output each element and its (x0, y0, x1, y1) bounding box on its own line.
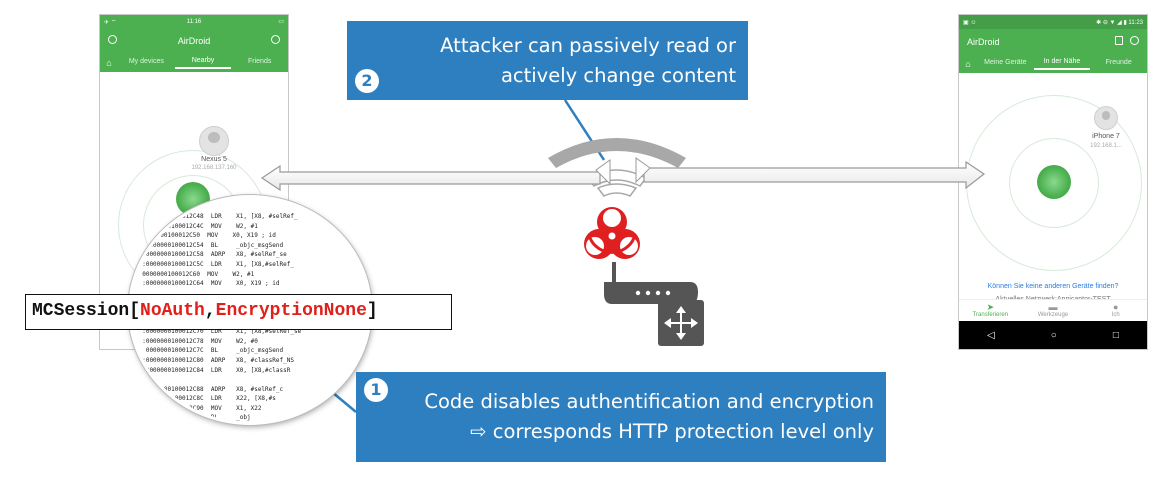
attacker-callout-text: Attacker can passively read or actively … (440, 31, 736, 91)
attacker-line-1: Attacker can passively read or (440, 34, 736, 57)
code-line (135, 375, 301, 385)
biohazard-icon (584, 207, 640, 259)
code-line: :0000000100012C5C LDR X1, [X8,#selRef_ (135, 260, 294, 268)
router-icon (604, 262, 698, 304)
app-title: AirDroid (967, 37, 1000, 47)
nav-transfer-label: Transferieren (972, 312, 1009, 318)
session-prefix: MCSession[ (32, 301, 141, 321)
code-line: 0000100012C50 MOV X0, X19 ; id (135, 232, 276, 240)
tab-bar: ⌂ Meine Geräte In der Nähe Freunde (959, 55, 1147, 73)
tab-nearby[interactable]: Nearby (174, 57, 232, 69)
mcsession-code-box: MCSession[NoAuth,EncryptionNone] (25, 294, 452, 330)
center-arrow-left (595, 159, 611, 186)
device-ip: 192.168.137.160 (191, 165, 237, 171)
attacker-callout: 2 Attacker can passively read or activel… (347, 21, 748, 100)
callout-1-connector (331, 391, 357, 413)
home-icon[interactable]: ⌂ (965, 59, 971, 69)
center-arrow-right (635, 157, 651, 184)
nav-transfer[interactable]: ➤Transferieren (959, 300, 1022, 321)
code-line: :00100012C94 BL _obj (135, 414, 251, 422)
code-line: :0000000100012C78 MOV W2, #0 (135, 337, 258, 345)
recents-icon[interactable]: □ (1112, 329, 1119, 341)
code-line: :0000100012C90 MOV X1, X22 (135, 404, 262, 412)
device-name: iPhone 7 (1092, 133, 1120, 140)
number-badge-1: 1 (364, 378, 388, 402)
tab-my-devices[interactable]: Meine Geräte (984, 59, 1027, 66)
number-badge-2: 2 (355, 69, 379, 93)
app-bar: AirDroid (959, 29, 1147, 55)
code-line: 000000100012C54 BL _objc_msgSend (135, 241, 284, 249)
code-line: 0000000100012C7C BL _objc_msgSend (135, 347, 284, 355)
code-callout-text: Code disables authentification and encry… (424, 387, 874, 447)
radar-icon[interactable] (1037, 165, 1071, 199)
battery-icon: ▭ (278, 19, 284, 25)
document-icon[interactable] (1115, 36, 1123, 45)
cannot-find-devices-link[interactable]: Können Sie keine anderen Geräte finden? (987, 283, 1119, 290)
code-line-1: Code disables authentification and encry… (424, 390, 874, 413)
code-line: 000100012C4C MOV W2, #1 (135, 222, 258, 230)
status-time: ✱ ⊖ ▼ ◢ ▮ 11:23 (1096, 19, 1143, 26)
nav-tools-label: Werkzeuge (1037, 312, 1069, 318)
code-line: :0000000100012C70 LDR X1, [X8,#selRef_se (135, 328, 302, 336)
session-suffix: ] (366, 301, 378, 321)
arrow-to-left-phone (260, 164, 601, 192)
history-icon[interactable] (271, 35, 280, 44)
send-icon: ➤ (986, 302, 995, 312)
home-icon[interactable]: ⌂ (106, 58, 112, 68)
device-avatar[interactable] (199, 126, 229, 156)
home-circle-icon[interactable]: ○ (1050, 329, 1057, 341)
code-line-2: ⇨ corresponds HTTP protection level only (470, 420, 874, 443)
code-line: 0000000100012C60 MOV W2, #1 (135, 270, 255, 278)
code-line: 100012C48 LDR X1, [X8, #selRef_ (135, 213, 298, 220)
airplane-wifi-icon: ✈ ⌔ (104, 19, 117, 26)
code-line: :000000100012C88 ADRP X8, #selRef_c (135, 385, 284, 393)
nav-me[interactable]: ●Ich (1084, 300, 1147, 321)
back-icon[interactable]: ◁ (987, 329, 995, 341)
tab-nearby[interactable]: In der Nähe (1033, 58, 1091, 70)
nav-tools[interactable]: ▬Werkzeuge (1022, 300, 1085, 321)
notification-icons: ▣ ☺ (963, 19, 977, 26)
person-icon: ● (1112, 302, 1119, 312)
wifi-icon (548, 138, 686, 197)
nav-me-label: Ich (1111, 312, 1120, 318)
android-nav-bar: ◁ ○ □ (959, 321, 1147, 349)
profile-icon[interactable] (108, 35, 117, 44)
tab-my-devices[interactable]: My devices (128, 58, 164, 65)
tab-friends[interactable]: Friends (248, 58, 272, 65)
status-time: 11:16 (186, 18, 202, 25)
tab-friends[interactable]: Freunde (1105, 59, 1132, 66)
session-encryption-none: EncryptionNone (215, 301, 367, 321)
arrow-to-right-phone (643, 160, 986, 190)
session-comma: , (204, 301, 216, 321)
status-bar: ✈ ⌔ 11:16 ▭ (100, 15, 288, 28)
device-avatar[interactable] (1094, 106, 1118, 130)
code-line: :0000000100012C84 LDR X0, [X8,#classR (135, 366, 291, 374)
tab-bar: ⌂ My devices Nearby Friends (100, 54, 288, 72)
device-name: Nexus 5 (201, 156, 227, 163)
session-noauth: NoAuth (140, 301, 205, 321)
code-callout: 1 Code disables authentification and enc… (356, 372, 886, 462)
app-title: AirDroid (177, 36, 211, 46)
toolbox-icon: ▬ (1048, 302, 1058, 312)
code-line: 0000000100012C58 ADRP X8, #selRef_se (135, 251, 287, 259)
attacker-line-2: actively change content (500, 64, 736, 87)
code-line: :0000000100012C80 ADRP X8, #classRef_NS (135, 356, 294, 364)
right-phone-screenshot: ▣ ☺ ✱ ⊖ ▼ ◢ ▮ 11:23 AirDroid ⌂ Meine Ger… (958, 14, 1148, 350)
code-line: :0000000100012C64 MOV X0, X19 ; id (135, 280, 280, 288)
network-switch-icon (658, 300, 704, 346)
history-icon[interactable] (1130, 36, 1139, 45)
device-ip: 192.168.1... (1090, 143, 1122, 149)
status-bar: ▣ ☺ ✱ ⊖ ▼ ◢ ▮ 11:23 (959, 15, 1147, 29)
app-bar: AirDroid (100, 28, 288, 54)
bottom-nav: ➤Transferieren ▬Werkzeuge ●Ich (959, 299, 1147, 321)
code-line: :00000100012C8C LDR X22, [X8,#s (135, 395, 276, 403)
radar-ring-inner (1009, 138, 1099, 228)
